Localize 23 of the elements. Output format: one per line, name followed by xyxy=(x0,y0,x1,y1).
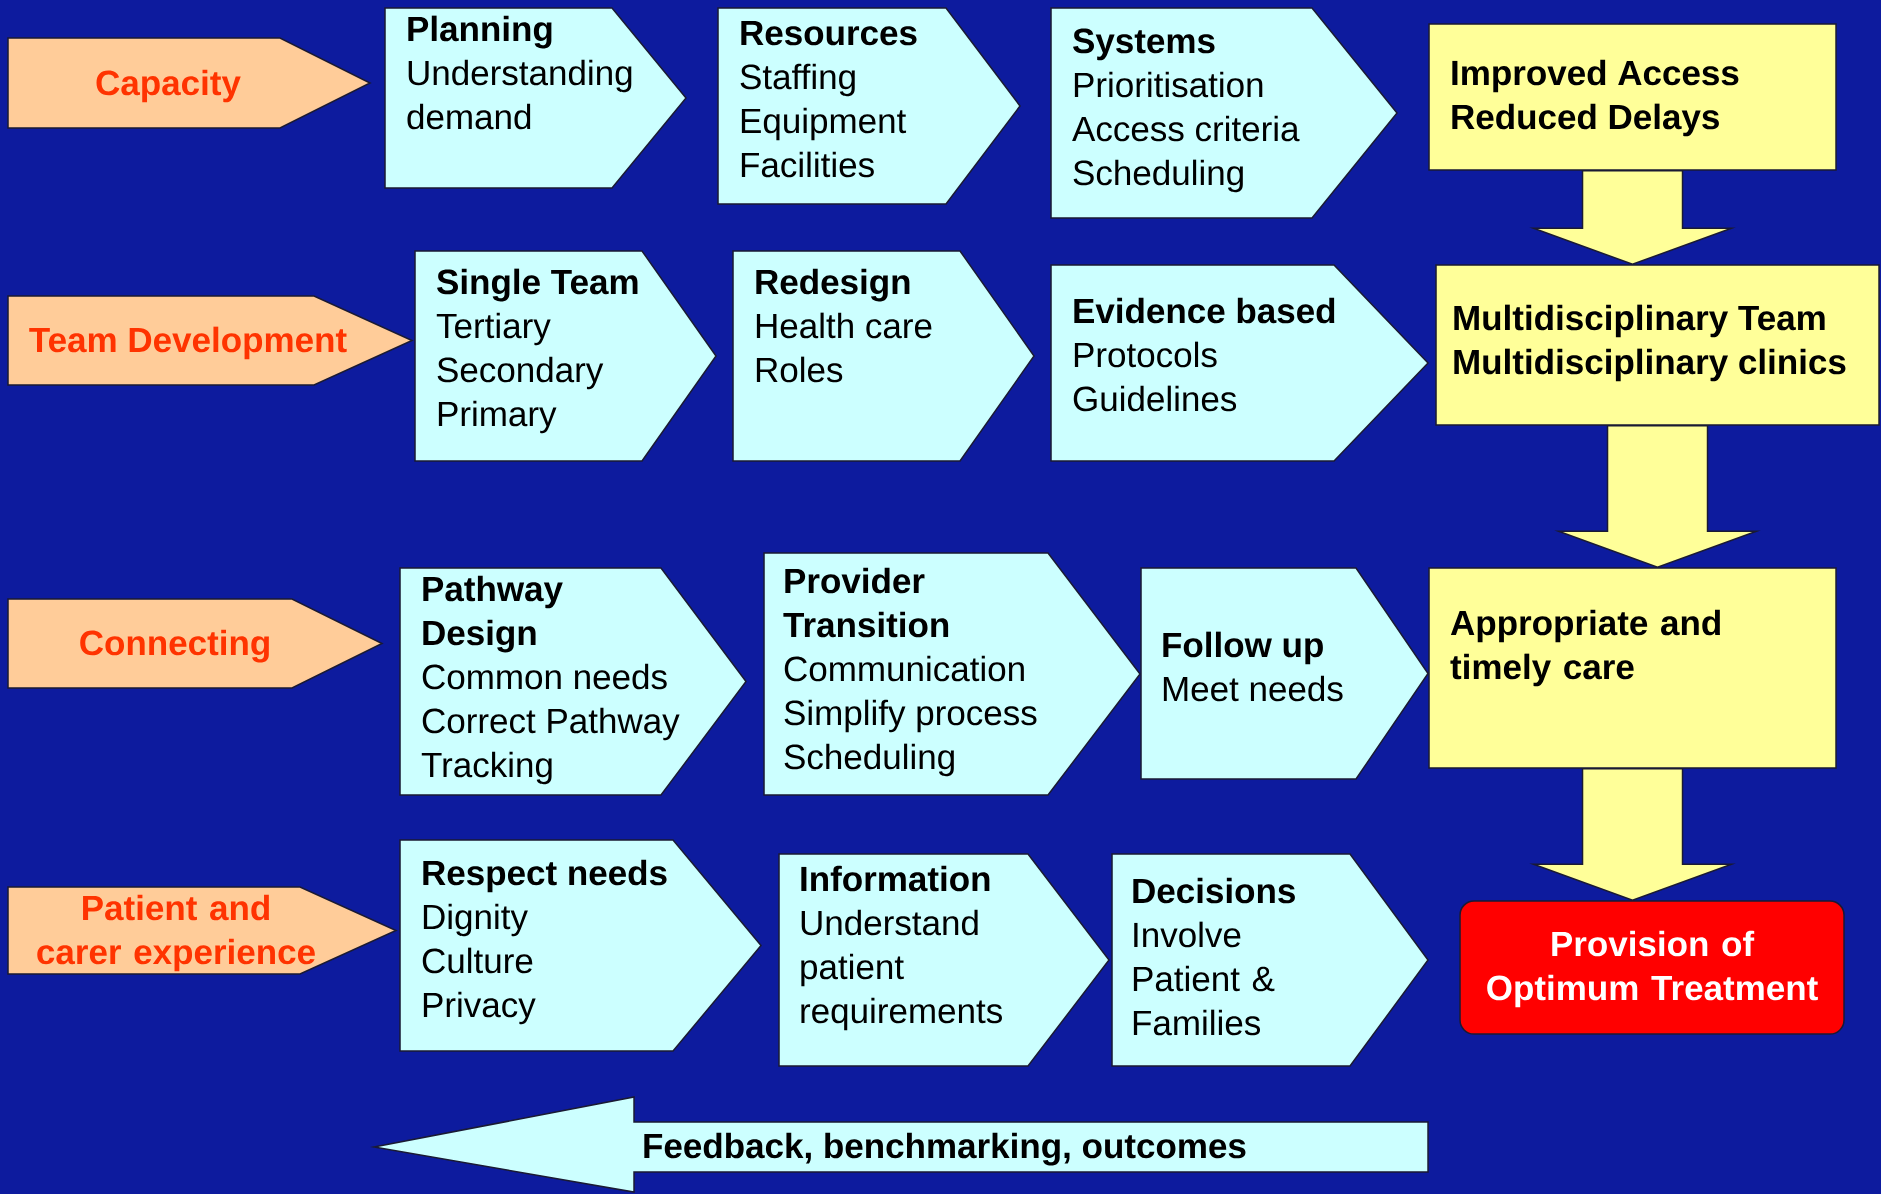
block-arrow xyxy=(1529,170,1736,266)
label-tag: Connecting xyxy=(7,598,384,689)
result-box: Provision of Optimum Treatment xyxy=(1459,900,1845,1035)
pentagon-box: Planning Understanding demand xyxy=(384,7,687,189)
block-arrow xyxy=(1529,768,1736,902)
pentagon-box: Evidence based Protocols Guidelines xyxy=(1050,264,1430,462)
pentagon-box: Decisions Involve Patient & Families xyxy=(1111,853,1429,1067)
label-tag: Capacity xyxy=(7,37,372,129)
pentagon-box: Respect needs Dignity Culture Privacy xyxy=(399,839,762,1052)
outcome-box: Multidisciplinary Team Multidisciplinary clinics xyxy=(1435,264,1880,426)
pentagon-box: Systems Prioritisation Access criteria Scheduling xyxy=(1050,7,1398,219)
block-arrow xyxy=(1554,425,1761,569)
outcome-box: Improved Access Reduced Delays xyxy=(1428,23,1837,171)
pentagon-box: Resources Staffing Equipment Facilities xyxy=(717,7,1021,205)
pentagon-box: Pathway Design Common needs Correct Pathway Tracking xyxy=(399,567,747,796)
pentagon-box: Single Team Tertiary Secondary Primary xyxy=(414,250,717,462)
outcome-box: Appropriate and timely care xyxy=(1428,567,1837,769)
label-tag: Team Development xyxy=(7,295,414,386)
pentagon-box: Provider Transition Communication Simplify process Scheduling xyxy=(763,552,1141,796)
pentagon-box: Information Understand patient requirements xyxy=(778,853,1110,1067)
pentagon-box: Redesign Health care Roles xyxy=(732,250,1035,462)
label-tag: Patient and carer experience xyxy=(7,886,398,975)
pentagon-box: Follow up Meet needs xyxy=(1140,567,1429,780)
